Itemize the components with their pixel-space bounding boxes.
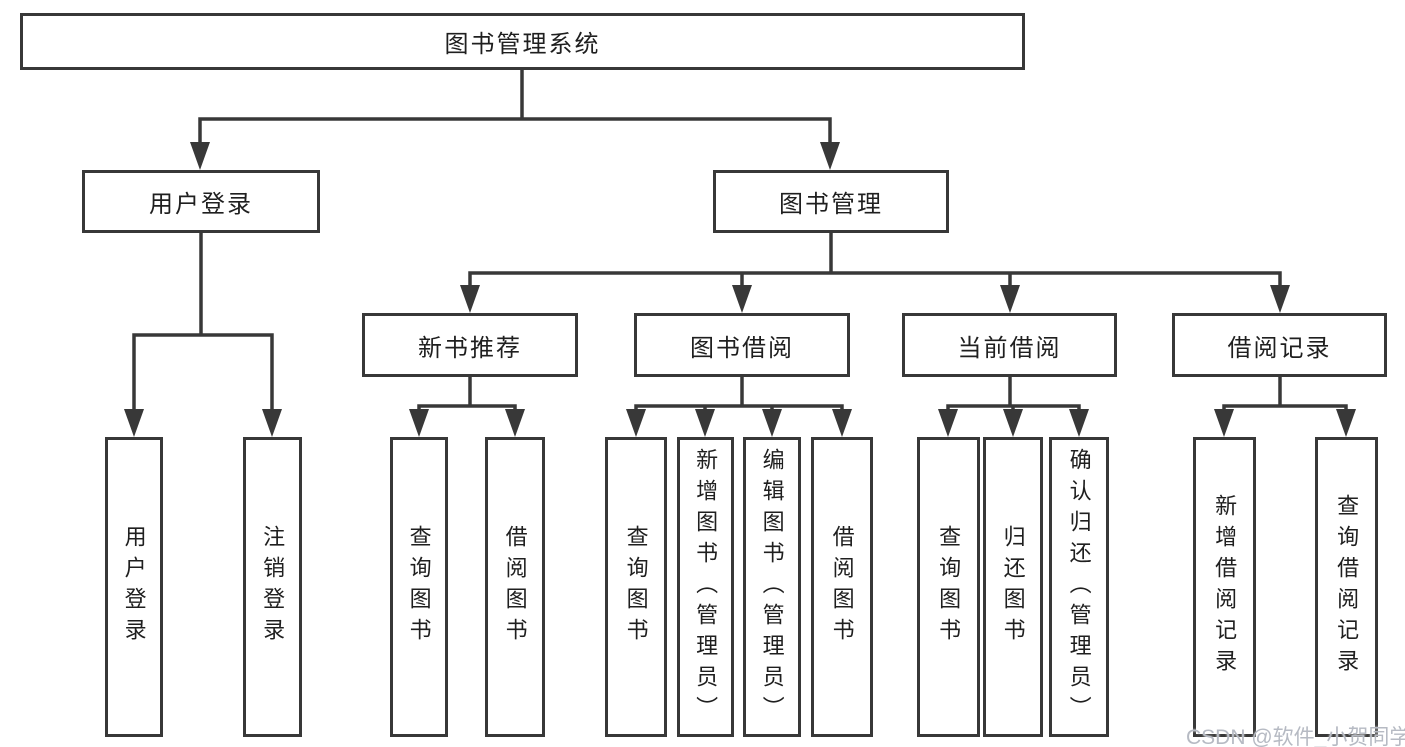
leaf-edit-books-admin: 编辑图书（管理员） — [743, 437, 801, 737]
leaf-label: 新增借阅记录 — [1212, 494, 1238, 680]
leaf-return-books: 归还图书 — [983, 437, 1043, 737]
leaf-query-books-recommendation: 查询图书 — [390, 437, 448, 737]
leaf-label: 确认归还（管理员） — [1066, 447, 1092, 727]
leaf-label: 编辑图书（管理员） — [759, 447, 785, 727]
leaf-label: 查询图书 — [936, 525, 962, 649]
leaf-label: 查询借阅记录 — [1334, 494, 1360, 680]
node-new-book-recommendation: 新书推荐 — [362, 313, 578, 377]
leaf-confirm-return-admin: 确认归还（管理员） — [1049, 437, 1109, 737]
leaf-add-books-admin: 新增图书（管理员） — [677, 437, 734, 737]
node-current-borrowing: 当前借阅 — [902, 313, 1117, 377]
leaf-label: 归还图书 — [1000, 525, 1026, 649]
leaf-label: 新增图书（管理员） — [693, 447, 719, 727]
arrow-down-icons — [124, 142, 1356, 437]
leaf-label: 查询图书 — [406, 525, 432, 649]
leaf-label: 查询图书 — [623, 525, 649, 649]
leaf-label: 借阅图书 — [502, 525, 528, 649]
tree-branch-lines — [132, 68, 1348, 419]
csdn-watermark: CSDN @软件_小贺同学 — [1186, 726, 1405, 747]
leaf-borrow-books-recommendation: 借阅图书 — [485, 437, 545, 737]
leaf-label: 注销登录 — [260, 525, 286, 649]
leaf-borrow-books-borrowing: 借阅图书 — [811, 437, 873, 737]
node-borrowing-records: 借阅记录 — [1172, 313, 1387, 377]
leaf-logout: 注销登录 — [243, 437, 302, 737]
leaf-label: 用户登录 — [121, 525, 147, 649]
node-book-management: 图书管理 — [713, 170, 949, 233]
leaf-query-books-borrowing: 查询图书 — [605, 437, 667, 737]
leaf-add-borrow-record: 新增借阅记录 — [1193, 437, 1256, 737]
leaf-query-books-current: 查询图书 — [917, 437, 980, 737]
leaf-user-login: 用户登录 — [105, 437, 163, 737]
leaf-label: 借阅图书 — [829, 525, 855, 649]
leaf-query-borrow-record: 查询借阅记录 — [1315, 437, 1378, 737]
node-library-management-system: 图书管理系统 — [20, 13, 1025, 70]
node-user-login: 用户登录 — [82, 170, 320, 233]
node-book-borrowing: 图书借阅 — [634, 313, 850, 377]
